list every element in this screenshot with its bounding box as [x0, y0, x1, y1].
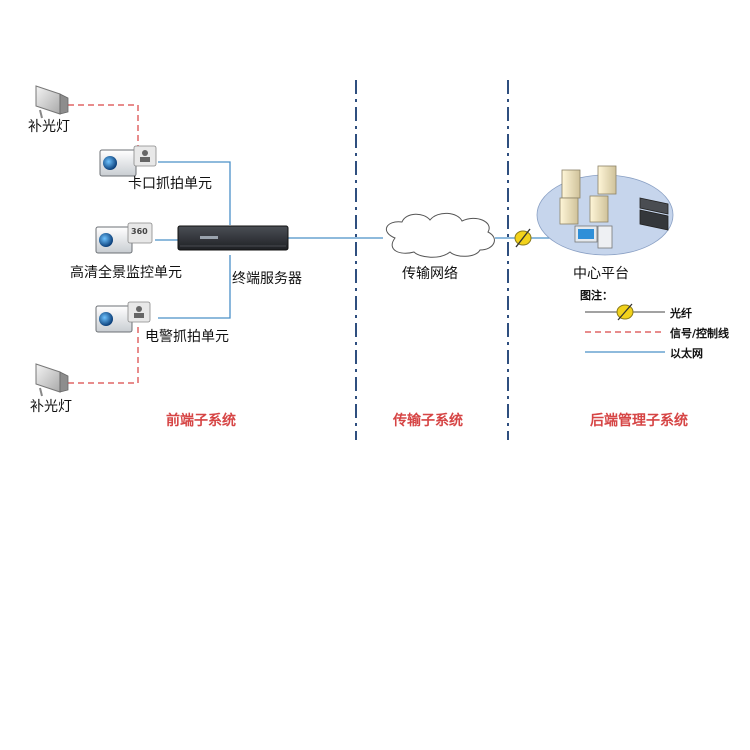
- ethernet-checkpoint: [158, 161, 231, 225]
- server-device-icon: [177, 225, 289, 251]
- fill-light-label: 补光灯: [30, 399, 72, 415]
- fill-light-icon: [35, 85, 69, 119]
- cloud-icon: [385, 212, 495, 258]
- fill-light-icon: [35, 363, 69, 397]
- network-label: 传输网络: [402, 266, 458, 282]
- server-cluster-icon: [536, 165, 674, 256]
- legend-ethernet-label: 以太网: [670, 347, 703, 360]
- camera-icon: [95, 301, 151, 333]
- checkpoint-unit-label: 卡口抓拍单元: [128, 176, 212, 192]
- backend-subsystem-label: 后端管理子系统: [590, 413, 688, 429]
- fiber-marker-icon: [514, 228, 532, 248]
- legend-signal-label: 信号/控制线: [670, 327, 730, 340]
- legend-fiber-label: 光纤: [670, 307, 692, 320]
- signal-line-top: [68, 104, 139, 155]
- center-platform-label: 中心平台: [573, 266, 629, 282]
- terminal-server-label: 终端服务器: [232, 271, 302, 287]
- panorama-badge: 360: [131, 227, 148, 236]
- camera-icon: [99, 145, 157, 177]
- front-subsystem-label: 前端子系统: [166, 413, 236, 429]
- legend-title: 图注：: [580, 289, 613, 302]
- transport-subsystem-label: 传输子系统: [393, 413, 463, 429]
- ethernet-police: [158, 255, 231, 319]
- police-unit-label: 电警抓拍单元: [145, 329, 229, 345]
- camera-icon: [95, 222, 153, 254]
- fill-light-label: 补光灯: [28, 119, 70, 135]
- signal-line-bottom: [68, 325, 139, 384]
- panorama-unit-label: 高清全景监控单元: [70, 265, 182, 281]
